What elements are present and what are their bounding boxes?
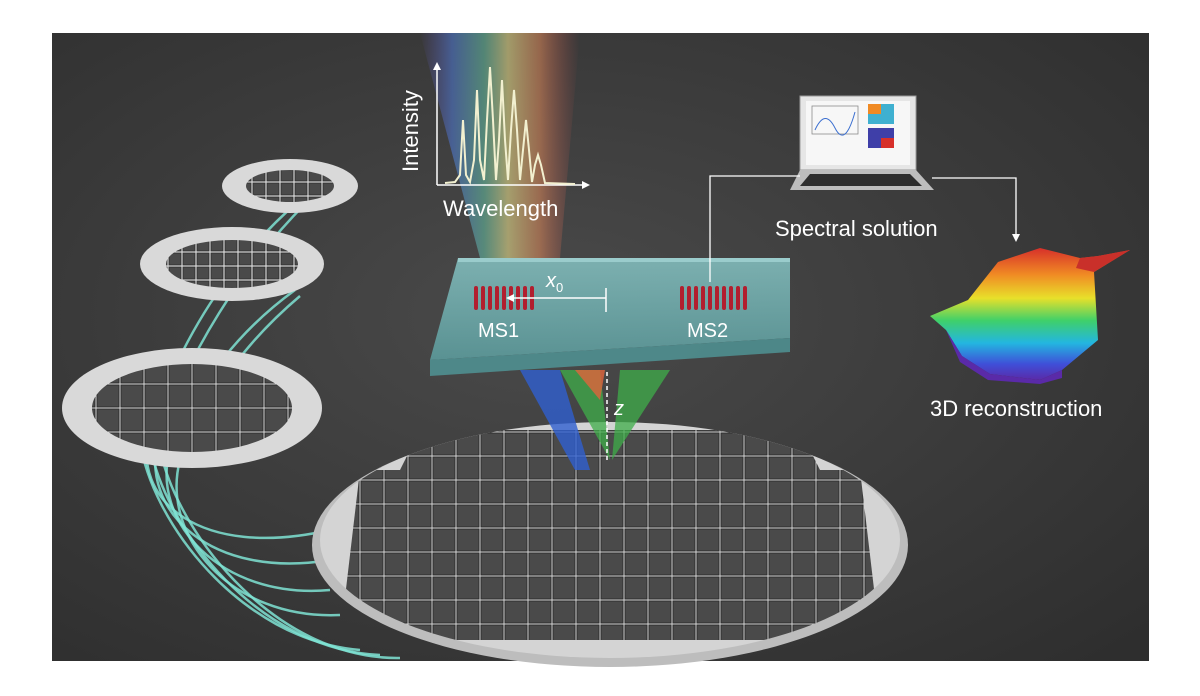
focused-beams: [520, 370, 670, 470]
3d-surface-icon: [930, 248, 1130, 384]
spectrum-plot: [433, 62, 590, 189]
large-wafer: [312, 422, 908, 667]
x0-label: x0: [546, 270, 564, 295]
3d-reconstruction-label: 3D reconstruction: [930, 396, 1103, 421]
laptop-icon: [790, 95, 934, 190]
ms2-label: MS2: [687, 320, 729, 342]
x-subscript: 0: [556, 280, 564, 295]
glass-substrate: [430, 258, 790, 376]
small-wafer-middle: [140, 227, 324, 301]
wavelength-axis-label: Wavelength: [443, 196, 559, 221]
small-wafer-top: [222, 159, 358, 213]
x0-distance-arrow: [506, 288, 607, 312]
z-label: z: [614, 398, 624, 420]
medium-wafer: [62, 348, 322, 468]
spectral-solution-label: Spectral solution: [775, 216, 938, 241]
data-flow-lines: [709, 175, 1020, 282]
ms1-label: MS1: [478, 320, 520, 342]
input-light-beam: [420, 33, 580, 258]
intensity-axis-label: Intensity: [398, 90, 423, 172]
metasurface-ms2: [680, 286, 747, 310]
x-symbol: x: [546, 270, 556, 292]
